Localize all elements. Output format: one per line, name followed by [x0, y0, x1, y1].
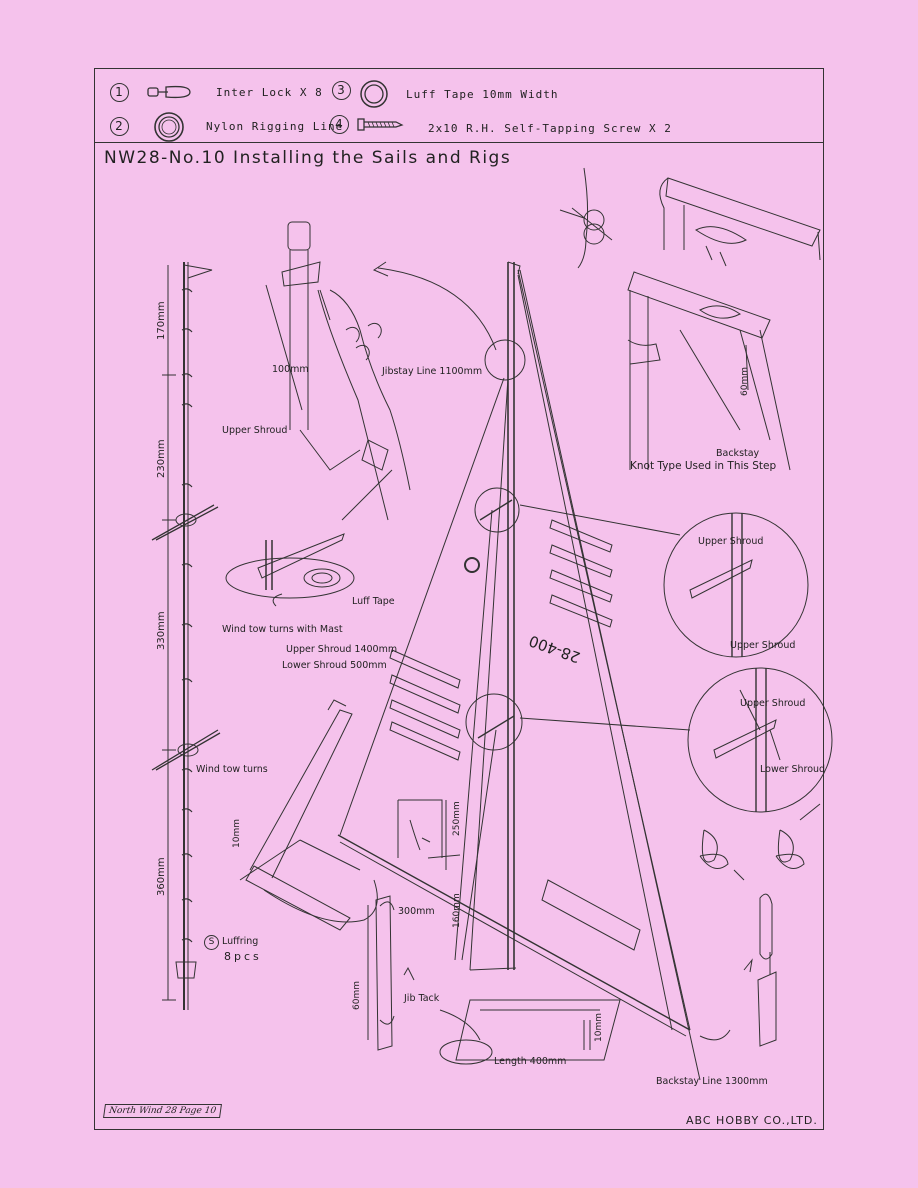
transom-detail — [627, 177, 821, 471]
screw-icon — [357, 118, 404, 131]
part-label: Luff Tape 10mm Width — [406, 88, 559, 101]
label-knot-type: Knot Type Used in This Step — [630, 460, 777, 472]
masthead-detail — [265, 221, 411, 521]
label-circle2-top: Upper Shroud — [740, 698, 806, 709]
label-160mm: 160mm — [452, 893, 462, 928]
part-number: 1 — [110, 83, 129, 102]
parts-row-2: 2 Nylon Rigging Line 4 2x10 R.H. Self-Ta… — [94, 110, 824, 142]
dim-330: 330mm — [156, 611, 167, 650]
clip-box-detail — [397, 799, 461, 870]
label-luffring: Luffring — [222, 936, 259, 947]
label-jib-tack: Jib Tack — [404, 993, 440, 1004]
company-name: ABC HOBBY CO.,LTD. — [686, 1114, 818, 1127]
part-number: 3 — [332, 81, 351, 100]
boom-end-detail — [239, 699, 378, 931]
tape-roll-icon — [360, 80, 388, 108]
label-300mm: 300mm — [398, 906, 435, 917]
label-100mm: 100mm — [272, 364, 309, 375]
knot-detail-top — [559, 167, 613, 269]
label-backstay-line: Backstay Line 1300mm — [656, 1076, 768, 1087]
part-label: 2x10 R.H. Self-Tapping Screw X 2 — [428, 122, 672, 135]
label-circle2-bottom: Lower Shroud — [760, 764, 826, 775]
page-frame — [94, 68, 824, 1130]
jib-tack-detail — [367, 895, 621, 1065]
label-60mm-bottom: 60mm — [352, 981, 362, 1010]
label-circle1-top: Upper Shroud — [698, 536, 764, 547]
interlock-clip-icon — [147, 85, 191, 99]
mast-elevation — [151, 262, 221, 1010]
page-footer-title: North Wind 28 Page 10 — [103, 1104, 222, 1118]
luffring-marker: S — [204, 935, 219, 950]
zoom-circles — [663, 512, 833, 813]
label-circle1-bottom: Upper Shroud — [730, 640, 796, 651]
sail-assembly — [337, 261, 701, 1081]
label-backstay: Backstay — [716, 448, 760, 459]
label-250mm: 250mm — [452, 801, 462, 836]
label-lower-500: Lower Shroud 500mm — [282, 660, 387, 671]
luff-tape-detail — [225, 533, 355, 607]
label-8pcs: 8pcs — [224, 950, 262, 963]
label-upper-shroud: Upper Shroud — [222, 425, 288, 436]
detail-arrow — [377, 267, 497, 351]
label-60mm-top: 60mm — [740, 367, 750, 396]
label-luff-tape: Luff Tape — [352, 596, 395, 607]
part-label: Inter Lock X 8 — [216, 86, 323, 99]
label-wind-tow: Wind tow turns — [196, 764, 268, 775]
part-number: 2 — [110, 117, 129, 136]
label-10mm-left: 10mm — [232, 819, 242, 848]
parts-row-1: 1 Inter Lock X 8 3 Luff Tape 10mm Width — [94, 78, 824, 110]
dim-360: 360mm — [156, 857, 167, 896]
label-10mm-bottom: 10mm — [594, 1013, 604, 1042]
label-upper-1400: Upper Shroud 1400mm — [286, 644, 398, 655]
knot-details — [699, 803, 821, 881]
label-wind-tow-mast: Wind tow turns with Mast — [222, 624, 343, 635]
dim-230: 230mm — [156, 439, 167, 478]
hook-detail — [699, 893, 777, 1047]
parts-divider — [94, 142, 824, 143]
label-length-400: Length 400mm — [494, 1056, 567, 1067]
page-title: NW28-No.10 Installing the Sails and Rigs — [104, 148, 512, 168]
part-label: Nylon Rigging Line — [206, 120, 344, 133]
line-coil-icon — [154, 112, 184, 142]
label-jibstay: Jibstay Line 1100mm — [382, 366, 483, 377]
part-number: 4 — [330, 115, 349, 134]
dim-170: 170mm — [156, 301, 167, 340]
